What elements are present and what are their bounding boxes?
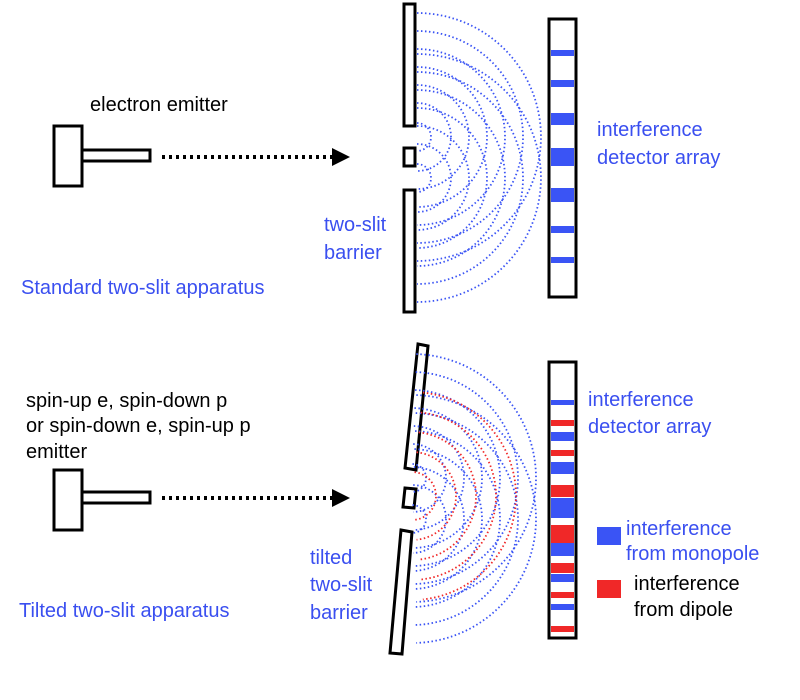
bottom-monopole-band	[551, 498, 574, 518]
legend-monopole-line2: from monopole	[626, 543, 759, 565]
top-barrier-label-line2: barrier	[324, 242, 382, 264]
bottom-monopole-band	[551, 432, 574, 441]
top-detector-label-line2: detector array	[597, 147, 720, 169]
bottom-wave-blue-upper	[412, 463, 427, 493]
bottom-wave-blue-upper	[415, 389, 501, 567]
bottom-detector-label-line1: interference	[588, 389, 694, 411]
top-monopole-band	[551, 188, 574, 202]
bottom-dipole-band	[551, 563, 574, 573]
top-dotted-arrow-icon	[162, 148, 350, 166]
top-two-slit-barrier	[402, 2, 417, 314]
bottom-dipole-band	[551, 592, 574, 598]
top-monopole-band	[551, 226, 574, 233]
bottom-wave-red-mid	[418, 431, 477, 561]
top-wave-upper	[416, 48, 506, 226]
top-monopole-band	[551, 80, 574, 87]
top-wave-upper	[416, 30, 524, 244]
top-monopole-band	[551, 50, 574, 56]
top-apparatus: electron emitter interference detector a…	[21, 2, 720, 314]
bottom-barrier-label-line3: barrier	[310, 602, 368, 624]
bottom-monopole-band	[551, 400, 574, 405]
bottom-wave-blue-lower	[415, 430, 501, 608]
bottom-wave-blue-lower	[416, 394, 537, 644]
top-wave-upper	[416, 84, 470, 190]
bottom-wave-red-mid	[414, 471, 437, 521]
bottom-monopole-band	[551, 540, 574, 556]
top-monopole-band	[551, 113, 574, 125]
top-monopole-band	[551, 148, 574, 166]
top-apparatus-title: Standard two-slit apparatus	[21, 277, 264, 299]
red-swatch-icon	[597, 580, 621, 598]
top-emitter-label: electron emitter	[90, 94, 228, 116]
top-wave-upper	[416, 122, 432, 152]
legend-dipole-line1: interference	[634, 573, 740, 595]
blue-swatch-icon	[597, 527, 621, 545]
top-emitter-icon	[52, 124, 152, 188]
bottom-emitter-label-line1: spin-up e, spin-down p	[26, 390, 227, 412]
bottom-monopole-band	[551, 574, 574, 582]
top-wave-upper	[416, 66, 488, 208]
top-wave-lower	[416, 163, 432, 193]
top-detector-array	[547, 17, 578, 299]
top-wave-lower	[416, 107, 488, 249]
top-wave-lower	[416, 125, 470, 231]
bottom-monopole-band	[551, 462, 574, 474]
bottom-dipole-band	[551, 525, 574, 543]
bottom-wave-blue-upper	[415, 371, 519, 585]
bottom-wave-blue-upper	[416, 353, 537, 603]
bottom-emitter-icon	[52, 468, 152, 532]
legend: interference from monopole interference …	[597, 518, 759, 621]
bottom-wave-blue-lower	[412, 504, 427, 534]
top-wave-lower	[416, 143, 452, 213]
bottom-detector-array	[547, 360, 578, 640]
bottom-dipole-band	[551, 450, 574, 456]
bottom-emitter-label-line2: or spin-down e, spin-up p	[26, 415, 251, 437]
legend-monopole-line1: interference	[626, 518, 732, 540]
top-wave-upper	[416, 102, 452, 172]
top-barrier-label-line1: two-slit	[324, 214, 387, 236]
bottom-emitter-label-line3: emitter	[26, 441, 87, 463]
bottom-wave-blue-upper	[413, 443, 447, 513]
bottom-apparatus: spin-up e, spin-down p or spin-down e, s…	[19, 342, 759, 656]
bottom-tilted-barrier	[388, 342, 430, 656]
bottom-apparatus-title: Tilted two-slit apparatus	[19, 600, 229, 622]
bottom-wave-blue-lower	[413, 466, 465, 572]
top-monopole-band	[551, 257, 574, 263]
bottom-dipole-band	[551, 420, 574, 426]
top-detector-label-line1: interference	[597, 119, 703, 141]
bottom-detector-label-line2: detector array	[588, 416, 711, 438]
bottom-wave-blue-lower	[413, 484, 447, 554]
legend-dipole-line2: from dipole	[634, 599, 733, 621]
bottom-wave-red-mid	[416, 451, 457, 541]
bottom-barrier-label-line2: two-slit	[310, 574, 373, 596]
bottom-wave-blue-upper	[413, 425, 465, 531]
bottom-wavefronts	[412, 353, 537, 644]
bottom-barrier-label-line1: tilted	[310, 547, 352, 569]
bottom-dotted-arrow-icon	[162, 489, 350, 507]
bottom-dipole-band	[551, 485, 574, 497]
top-wave-lower	[416, 89, 506, 267]
top-wavefronts	[416, 12, 542, 303]
bottom-monopole-band	[551, 604, 574, 610]
bottom-dipole-band	[551, 626, 574, 632]
bottom-wave-blue-lower	[415, 412, 519, 626]
top-wave-lower	[416, 71, 524, 285]
bottom-wave-red-mid	[422, 391, 517, 601]
bottom-wave-red-mid	[420, 411, 497, 581]
